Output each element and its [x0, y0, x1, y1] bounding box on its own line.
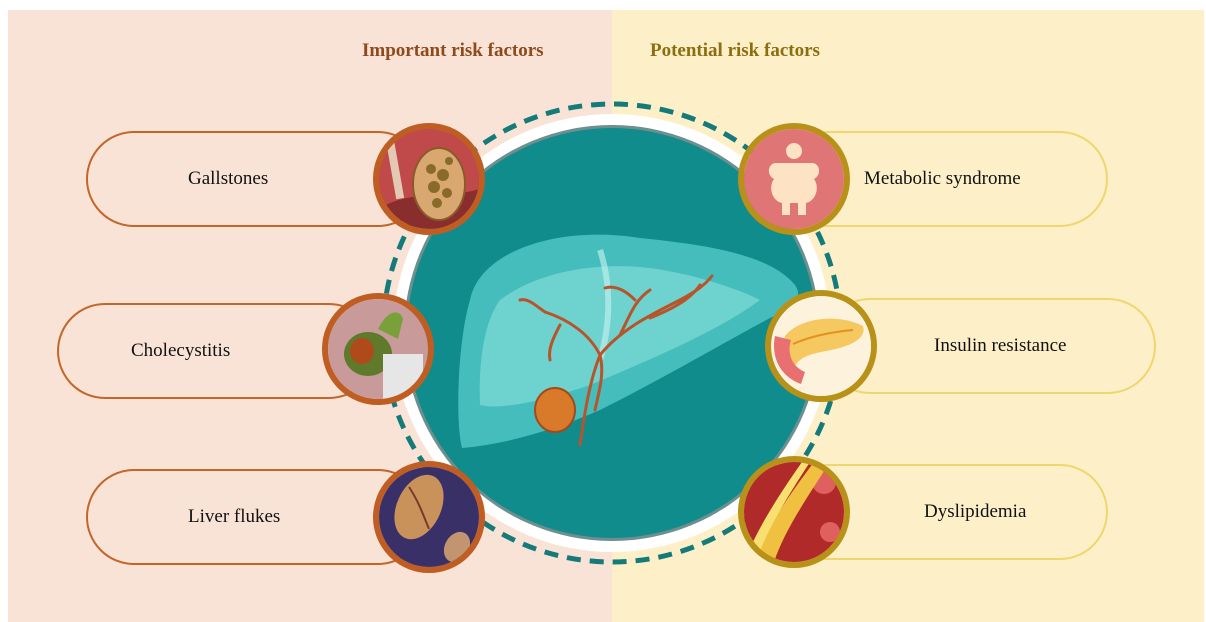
gallstones-illustration-icon	[373, 123, 485, 235]
liver-fluke-parasite-illustration-icon	[373, 461, 485, 573]
obese-body-icon	[738, 123, 850, 235]
clogged-artery-illustration-icon	[738, 456, 850, 568]
pancreas-icon	[765, 290, 877, 402]
inflamed-gallbladder-illustration-icon	[322, 293, 434, 405]
